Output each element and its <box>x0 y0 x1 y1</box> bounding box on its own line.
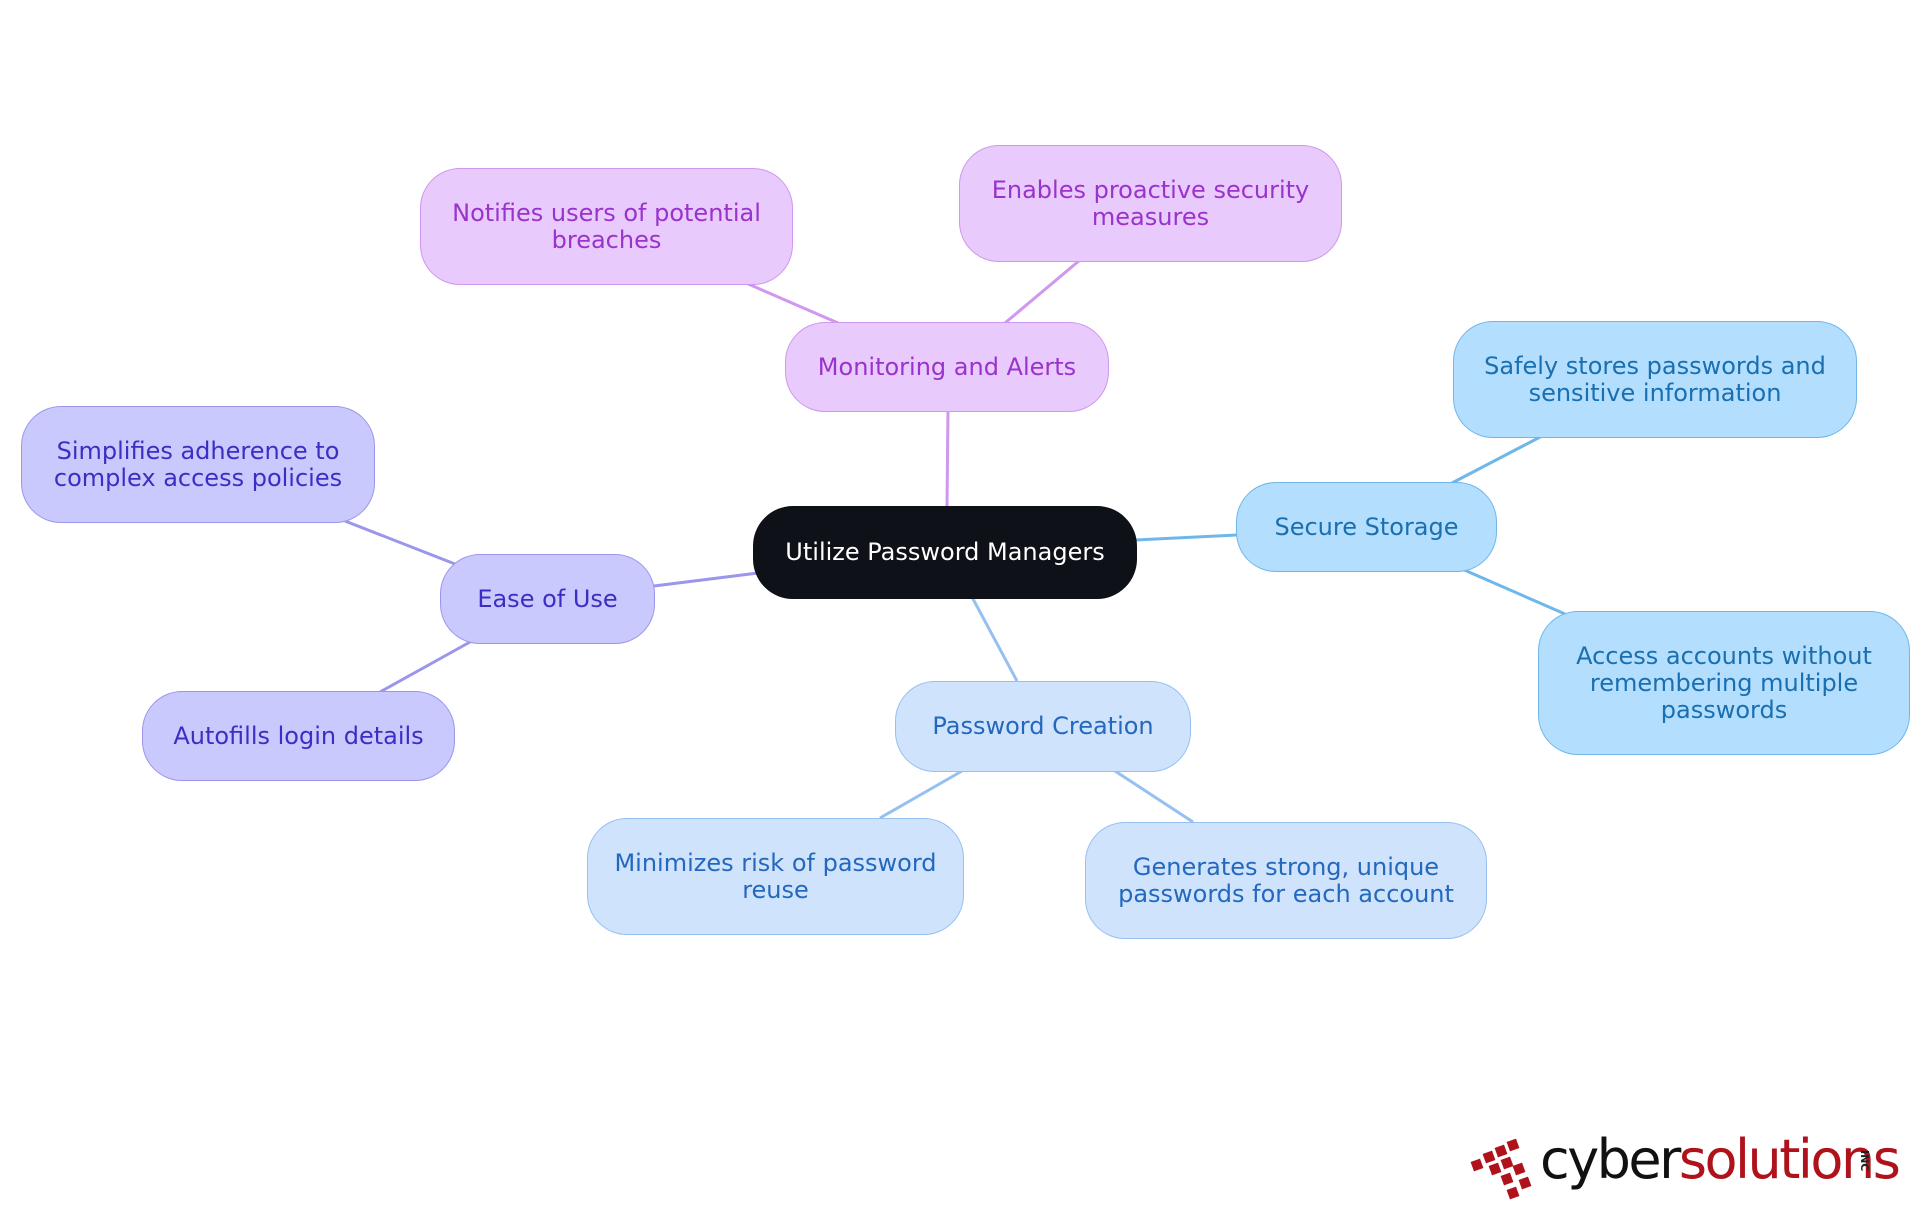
leaf-generates-node: Generates strong, unique passwords for e… <box>1085 822 1487 939</box>
central-node: Utilize Password Managers <box>753 506 1137 599</box>
leaf-minimizes-node: Minimizes risk of password reuse <box>587 818 964 935</box>
edge-storage-stores <box>1451 434 1543 485</box>
edge-creation-generates <box>1114 769 1194 824</box>
branch-creation-node: Password Creation <box>895 681 1191 772</box>
edge-central-monitoring <box>945 409 950 508</box>
edge-ease-autofills <box>379 640 471 694</box>
edge-storage-access <box>1461 567 1566 616</box>
edge-ease-simplifies <box>344 519 456 566</box>
logo-text-cyber: cyber <box>1540 1128 1681 1191</box>
leaf-autofills-node: Autofills login details <box>142 691 455 781</box>
branch-monitoring-node: Monitoring and Alerts <box>785 322 1109 412</box>
leaf-notifies-node: Notifies users of potential breaches <box>420 168 793 285</box>
edge-creation-minimizes <box>879 769 963 820</box>
edge-central-ease <box>653 571 759 588</box>
logo-inc: INC <box>1858 1150 1871 1172</box>
edge-central-storage <box>1135 533 1238 542</box>
branch-ease-node: Ease of Use <box>440 554 655 644</box>
logo-text-solutions: solutions <box>1678 1128 1901 1191</box>
leaf-simplifies-node: Simplifies adherence to complex access p… <box>21 406 375 523</box>
edge-monitoring-notifies <box>745 281 839 325</box>
leaf-stores-node: Safely stores passwords and sensitive in… <box>1453 321 1857 438</box>
edge-monitoring-enables <box>1004 258 1081 325</box>
edge-central-creation <box>970 596 1019 682</box>
logo-wordmark: cybersolutions <box>1540 1128 1901 1192</box>
leaf-access-node: Access accounts without remembering mult… <box>1538 611 1910 755</box>
red-checker-mark-icon <box>1470 1138 1532 1200</box>
branch-storage-node: Secure Storage <box>1236 482 1497 572</box>
cybersolutions-logo: cybersolutions INC <box>1468 1128 1901 1200</box>
leaf-enables-node: Enables proactive security measures <box>959 145 1342 262</box>
